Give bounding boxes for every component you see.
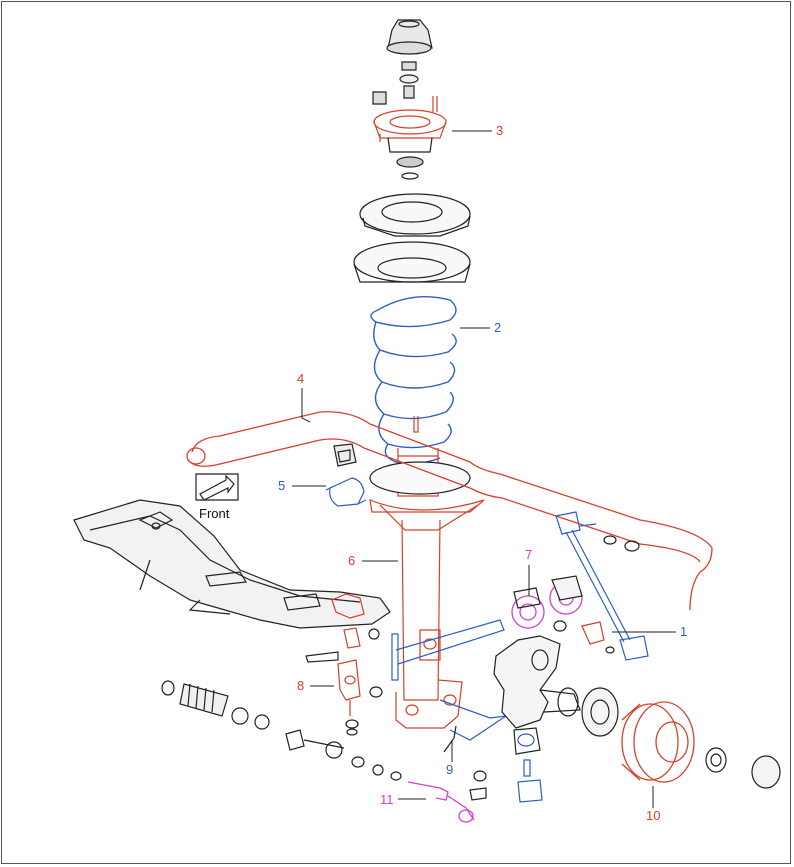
mount-body: [387, 137, 433, 180]
inner-tie-rod: [285, 729, 402, 781]
tie-rod-pointer: [443, 725, 457, 753]
spring-isolator: [353, 241, 471, 283]
small-nut: [372, 91, 387, 105]
top-nut: [399, 61, 419, 99]
subframe: [73, 499, 391, 629]
bracket-hardware: [305, 628, 383, 736]
hub-bearing-nut: [705, 747, 781, 789]
tie-rod-boot: [161, 680, 270, 730]
front-label: Front: [199, 506, 230, 521]
lower-control-arm: [391, 619, 507, 741]
link-hardware: [603, 535, 640, 654]
callout-7: 7: [525, 547, 533, 562]
callout-6: 6: [348, 553, 356, 568]
callout-2: 2: [494, 320, 502, 335]
callout-8: 8: [297, 678, 305, 693]
tie-rod-end-nut: [469, 770, 487, 801]
hub-seal: [581, 687, 619, 737]
callout-leaders: [292, 130, 676, 808]
callout-5: 5: [278, 478, 286, 493]
callout-9: 9: [446, 762, 454, 777]
upper-spring-seat: [359, 193, 471, 237]
coil-spring: [370, 295, 457, 465]
outer-tie-rod: [407, 781, 475, 823]
strut-top-cap: [386, 19, 433, 55]
steering-knuckle: [493, 635, 581, 729]
bushing-cups: [513, 575, 605, 645]
callout-1: 1: [680, 624, 688, 639]
callout-3: 3: [496, 123, 504, 138]
stabilizer-link: [555, 511, 649, 661]
stabilizer-bar: [186, 411, 713, 611]
callout-11: 11: [380, 792, 394, 807]
wheel-hub: [621, 701, 695, 783]
strut-top-mount: [373, 96, 447, 142]
strut-bracket: [331, 593, 365, 716]
stabilizer-bushing: [333, 443, 357, 467]
callout-10: 10: [646, 808, 661, 823]
ball-joint: [513, 727, 543, 803]
strut-body: [379, 504, 479, 729]
stabilizer-bracket: [325, 477, 367, 507]
front-arrow-icon: [195, 473, 239, 501]
callout-4: 4: [297, 371, 305, 386]
leader-4: [301, 388, 311, 423]
lower-spring-seat: [369, 461, 485, 513]
